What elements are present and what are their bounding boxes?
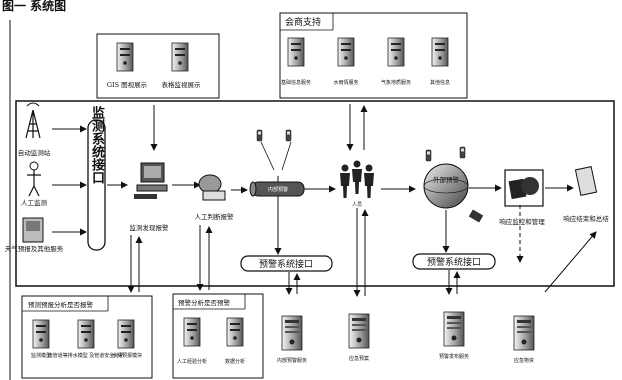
emergency-supplies-server: 应急物资 — [514, 316, 534, 364]
person-icon — [352, 161, 362, 195]
consultation-support-box: 会商支持 基础信息服务 水雨情服务 气象地质服务 其他信息 — [280, 13, 467, 98]
internal-warning-server: 内部预警服务 — [277, 316, 307, 364]
internal-warning-node: 内部预警 — [250, 176, 304, 236]
antenna-tower-icon — [26, 110, 40, 138]
server-icon — [33, 320, 49, 348]
auto-station-label: 自动监测站 — [18, 148, 51, 157]
personnel-node: 人员 — [340, 161, 374, 209]
weather-forecast-label: 天气预报及其他服务 — [5, 244, 64, 253]
internal-warning-server-label: 内部预警服务 — [277, 357, 307, 364]
server-icon — [184, 318, 200, 346]
warning-interface-label: 预警系统接口 — [259, 258, 313, 270]
person-icon — [27, 170, 41, 196]
consultation-title: 会商支持 — [285, 16, 321, 28]
flow-arrow — [545, 232, 596, 292]
server-icon — [118, 320, 134, 348]
basic-info-label: 基础信息服务 — [281, 79, 311, 86]
person-icon — [364, 165, 374, 199]
device-icon — [469, 210, 483, 223]
spacer-line — [540, 230, 588, 288]
warning-interface-right: 预警系统接口 — [413, 254, 495, 269]
response-end-node: 响应结束和总结 — [563, 167, 609, 223]
hydro-forecast-label: 水情预报模块 — [112, 352, 142, 359]
warning-analysis-box: 预警分析是否预警 人工经验分析 数据分析 — [173, 294, 263, 378]
monitor-interface: 监测系统接口 — [88, 105, 105, 250]
signal-line — [261, 142, 291, 170]
response-end-label: 响应结束和总结 — [563, 214, 609, 223]
server-icon — [349, 314, 369, 348]
warning-publish-server: 预警发布服务 — [439, 312, 469, 360]
forecast-analysis-box: 预测预报分析是否报警 监测模型 南管道等排水模型 及管道安全分析 水情预报模块 — [22, 296, 152, 378]
person-icon — [340, 165, 350, 199]
mobile-phone-icon — [460, 147, 465, 158]
server-icon — [282, 316, 302, 350]
source-weather: 天气预报及其他服务 — [5, 218, 64, 253]
personnel-label: 人员 — [352, 202, 362, 208]
figure-caption: 图一 系统图 — [2, 0, 66, 13]
manual-judge-node: 人工判断报警 — [195, 175, 235, 221]
weather-geology-label: 气象地质服务 — [381, 79, 411, 86]
emergency-plan-label: 应急预案 — [349, 355, 369, 362]
external-warning-label: 外部预警 — [433, 175, 460, 184]
experience-analysis-label: 人工经验分析 — [177, 358, 207, 365]
server-icon — [288, 38, 304, 66]
detect-alarm-label: 监测发现报警 — [130, 223, 170, 232]
response-monitor-label: 响应监控和管理 — [499, 217, 545, 226]
other-info-label: 其他信息 — [430, 79, 450, 86]
table-display-label: 表格监视展示 — [162, 80, 202, 89]
server-icon — [388, 38, 404, 66]
signal-icon — [27, 103, 39, 106]
server-icon — [432, 38, 448, 66]
warning-interface-label: 预警系统接口 — [427, 256, 481, 268]
manual-judge-label: 人工判断报警 — [195, 212, 235, 221]
tablet-icon — [575, 167, 596, 196]
mobile-phone-icon — [257, 130, 262, 141]
server-icon — [172, 43, 188, 71]
server-icon — [514, 316, 534, 350]
rain-water-label: 水雨情服务 — [333, 79, 358, 86]
emergency-plan-server: 应急预案 — [349, 314, 369, 362]
emergency-supplies-label: 应急物资 — [514, 357, 534, 364]
response-monitor-node: 响应监控和管理 — [499, 170, 545, 226]
display-box: GIS 图视展示 表格监视展示 — [97, 34, 219, 98]
warning-analysis-title: 预警分析是否预警 — [178, 298, 231, 307]
phone-operator-icon — [203, 191, 225, 200]
manual-monitor-label: 人工监测 — [21, 198, 48, 207]
server-icon — [338, 38, 354, 66]
server-icon — [444, 312, 464, 346]
server-icon — [227, 318, 243, 346]
globe-icon — [424, 164, 468, 208]
source-manual: 人工监测 — [21, 162, 48, 207]
source-auto-station: 自动监测站 — [18, 103, 51, 157]
external-warning-node: 外部预警 — [424, 164, 468, 208]
warning-publish-label: 预警发布服务 — [439, 353, 469, 360]
forecast-analysis-title: 预测预报分析是否报警 — [28, 300, 94, 309]
mobile-phone-icon — [426, 150, 431, 161]
data-analysis-label: 数据分析 — [225, 358, 245, 365]
server-icon — [117, 43, 133, 71]
gis-display-label: GIS 图视展示 — [107, 80, 148, 89]
monitor-interface-label: 监测系统接口 — [89, 105, 105, 184]
warning-interface-left: 预警系统接口 — [241, 256, 332, 271]
detect-alarm-node: 监测发现报警 — [130, 163, 170, 232]
mobile-phone-icon — [286, 130, 291, 141]
internal-warning-label: 内部预警 — [268, 186, 288, 193]
server-icon — [78, 320, 94, 348]
